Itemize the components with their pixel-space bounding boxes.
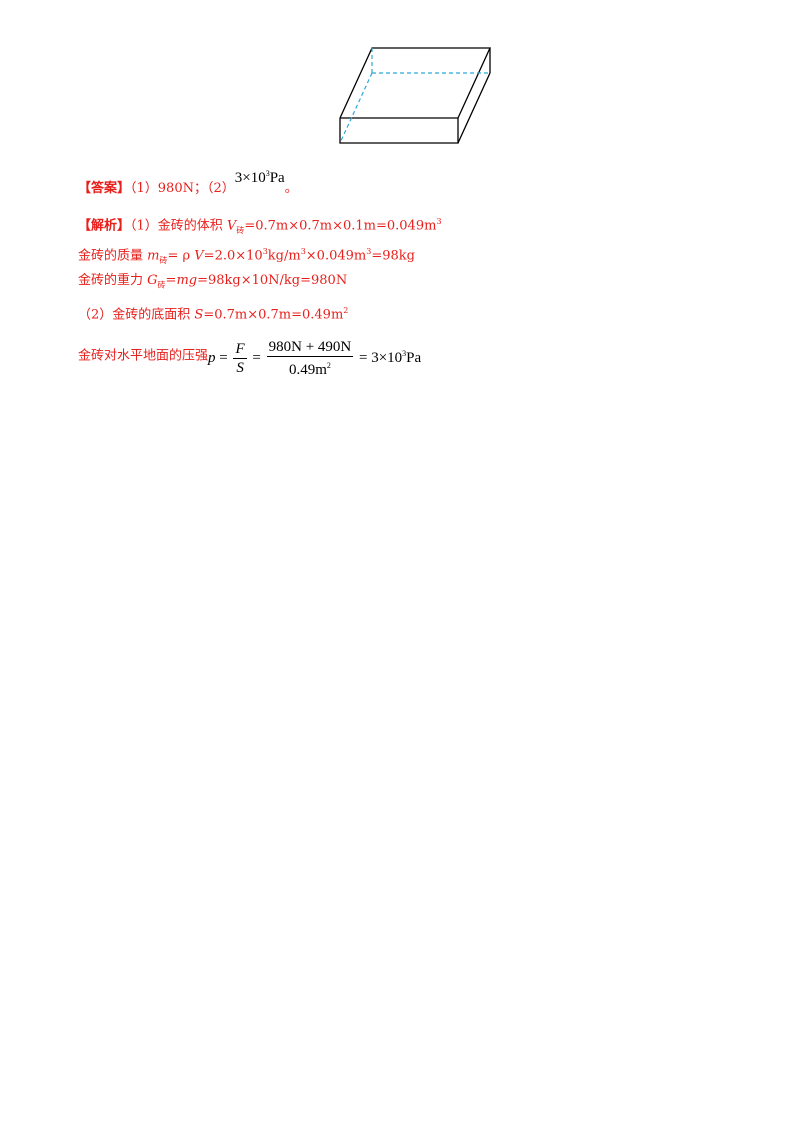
analysis-line-3: 金砖的重力 G砖=mg=98kg×10N/kg=980N (78, 273, 348, 290)
answer-line: 【答案】（1）980N；（2）3×103Pa。 (78, 169, 298, 199)
pressure-caption: 金砖对水平地面的压强 (78, 348, 209, 364)
analysis-line-2: 金砖的质量 m砖= ρ V=2.0×103kg/m3×0.049m3=98kg (78, 247, 415, 265)
analysis-line-4: （2）金砖的底面积 S=0.7m×0.7m=0.49m2 (78, 306, 349, 323)
gold-brick-figure (339, 47, 492, 144)
answer-pressure: 3×103Pa (234, 169, 285, 186)
analysis-label: 【解析】 (78, 218, 131, 234)
analysis-line-1: 【解析】（1）金砖的体积 V砖=0.7m×0.7m×0.1m=0.049m3 (78, 217, 442, 235)
answer-label: 【答案】 (78, 181, 131, 196)
answer-end-mark: 。 (284, 181, 298, 196)
answer-part1: （1）980N；（2） (130, 181, 235, 196)
